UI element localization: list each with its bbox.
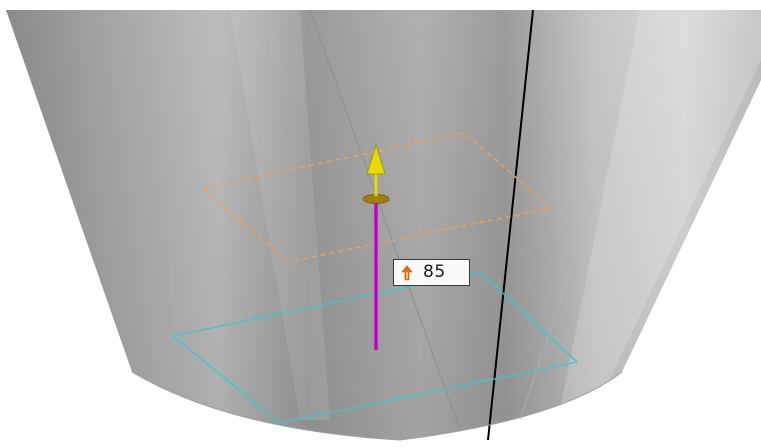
cone-surface-shade — [6, 10, 761, 440]
distance-value[interactable]: 85 — [423, 262, 446, 282]
surface-highlight — [230, 10, 330, 420]
cone-bottom-rim — [131, 371, 623, 441]
cone-edge-line — [159, 19, 176, 341]
surface-highlight — [560, 10, 761, 410]
orange-up-arrow-icon — [401, 265, 413, 280]
cone-edge-line — [519, 149, 611, 421]
cone-seam-edge[interactable] — [487, 9, 534, 441]
offset-preview-plane — [201, 132, 553, 263]
cone-edge-line — [309, 9, 461, 431]
distance-input-field[interactable]: 85 — [393, 259, 470, 286]
arrow-up-icon[interactable] — [366, 143, 386, 175]
